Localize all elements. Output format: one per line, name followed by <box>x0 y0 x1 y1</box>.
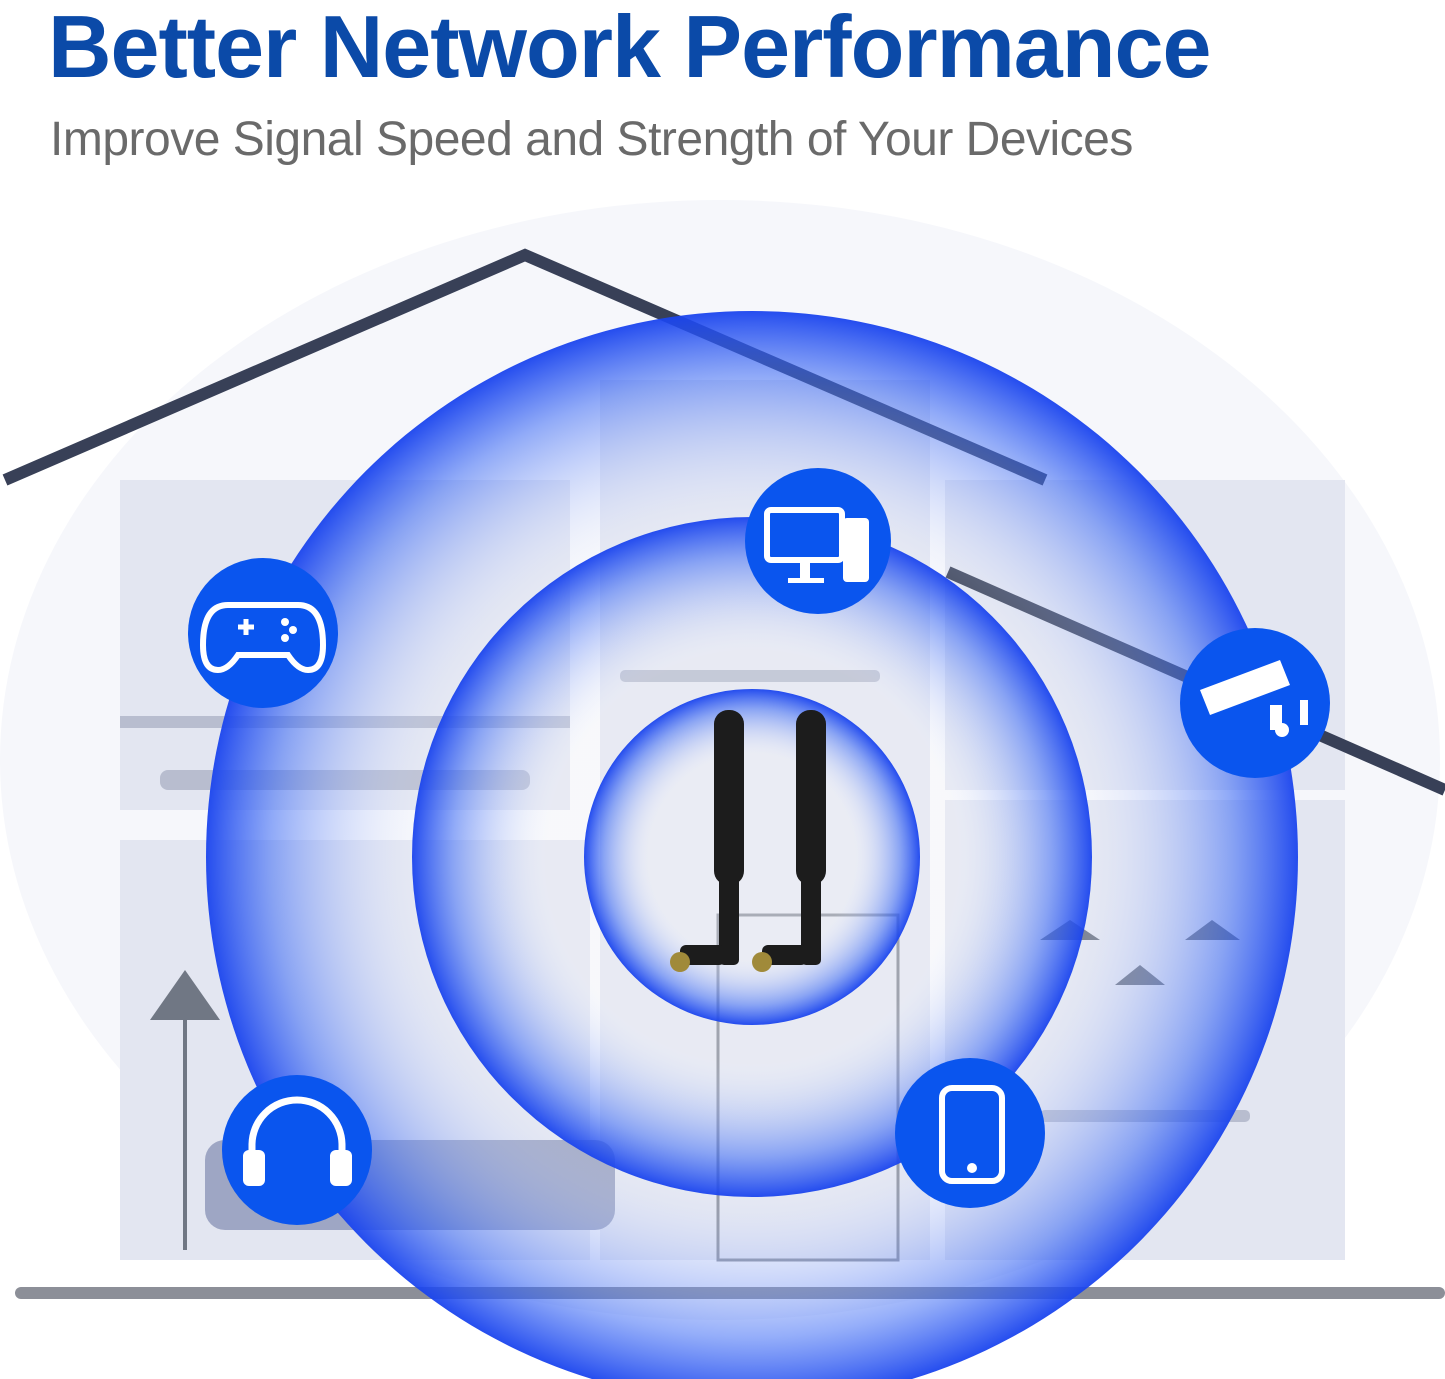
smartphone-icon <box>895 1058 1045 1208</box>
page-title: Better Network Performance <box>48 0 1211 96</box>
game-controller-icon <box>188 558 338 708</box>
security-camera-icon <box>1180 628 1330 778</box>
desktop-computer-icon <box>745 468 891 614</box>
headphones-icon <box>222 1075 372 1225</box>
page-subtitle: Improve Signal Speed and Strength of You… <box>50 113 1133 166</box>
antenna-pair <box>670 710 826 972</box>
signal-ring-inner <box>584 689 920 1025</box>
